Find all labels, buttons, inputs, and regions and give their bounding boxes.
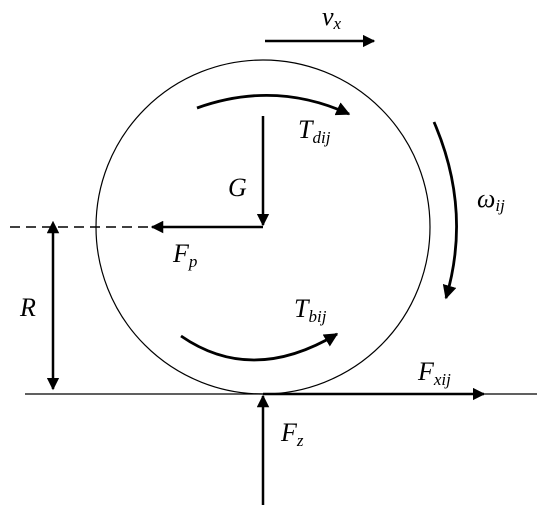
- tbij-curved-arrow: [180, 332, 339, 362]
- label-g: G: [228, 173, 247, 202]
- label-vx: vx: [322, 2, 342, 33]
- label-tbij: Tbij: [294, 294, 327, 326]
- label-fp: Fp: [172, 239, 197, 271]
- tdij-curved-arrow: [196, 93, 351, 116]
- label-fz: Fz: [280, 418, 304, 450]
- label-omega: ωij: [477, 184, 505, 215]
- label-tdij: Tdij: [298, 115, 331, 147]
- label-fxij: Fxij: [417, 357, 451, 389]
- omega-curved-arrow: [432, 121, 458, 300]
- label-r: R: [19, 293, 36, 322]
